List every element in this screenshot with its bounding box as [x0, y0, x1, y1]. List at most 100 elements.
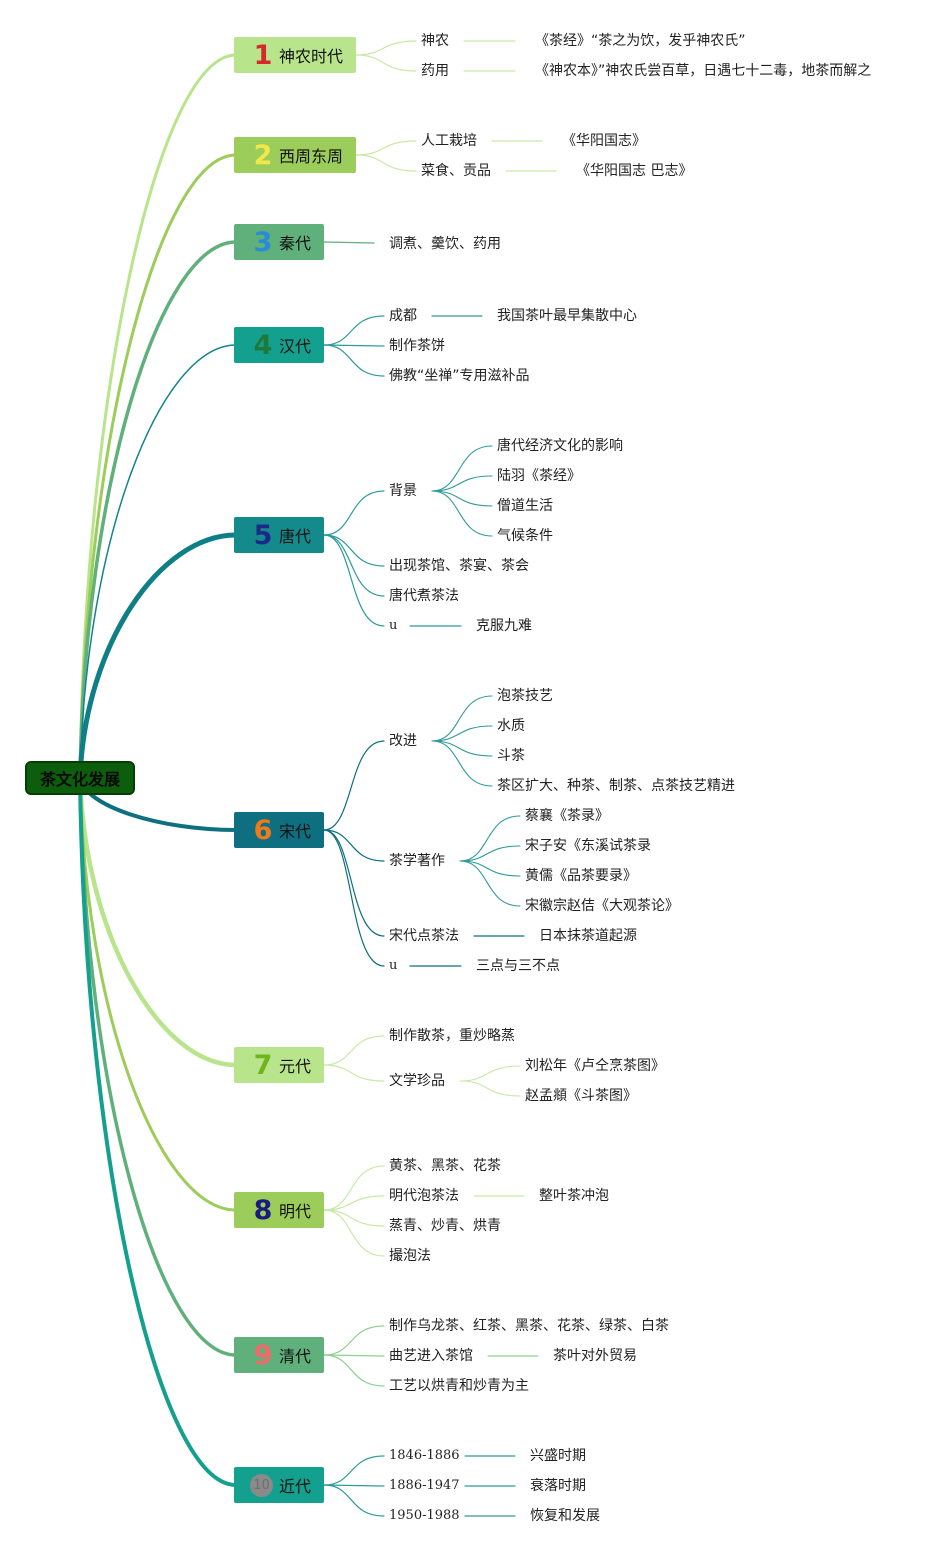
topic[interactable]: 1886-1947 [389, 1478, 460, 1493]
root-branch-7 [77, 775, 239, 1068]
root-node[interactable]: 茶文化发展 [25, 761, 135, 795]
topic-note[interactable]: 《华阳国志 巴志》 [576, 163, 693, 179]
topic[interactable]: 神农 [421, 33, 449, 49]
topic[interactable]: 佛教“坐禅”专用滋补品 [389, 368, 530, 384]
connector [323, 829, 385, 967]
root-branch-9 [78, 776, 238, 1357]
connector [323, 829, 385, 937]
topic[interactable]: 1846-1886 [389, 1448, 460, 1463]
topic[interactable]: 制作乌龙茶、红茶、黑茶、花茶、绿茶、白茶 [389, 1318, 669, 1334]
topic[interactable]: 蒸青、炒青、烘青 [389, 1218, 501, 1234]
topic[interactable]: 工艺以烘青和炒青为主 [389, 1378, 529, 1394]
era-node-4[interactable]: 4 汉代 [234, 327, 324, 363]
era-number: 3 [253, 226, 273, 258]
topic[interactable]: u [389, 618, 398, 633]
topic[interactable]: u [389, 958, 398, 973]
topic[interactable]: 撮泡法 [389, 1248, 431, 1264]
topic[interactable]: 文学珍品 [389, 1073, 445, 1089]
era-label: 唐代 [279, 527, 312, 546]
connector [323, 1064, 385, 1082]
subtopic[interactable]: 宋子安《东溪试茶录 [525, 838, 651, 854]
topic-note[interactable]: 《华阳国志》 [562, 133, 646, 149]
topic[interactable]: 出现茶馆、茶宴、茶会 [389, 558, 529, 574]
connector [459, 860, 521, 907]
topic[interactable]: 黄茶、黑茶、花茶 [389, 1158, 501, 1174]
connector [431, 445, 493, 492]
connector [459, 1080, 521, 1097]
topic[interactable]: 改进 [389, 733, 417, 749]
connector [459, 845, 521, 862]
topic[interactable]: 背景 [389, 483, 417, 499]
topic[interactable]: 制作茶饼 [389, 338, 445, 354]
topic-note[interactable]: 《神农本》”神农氏尝百草，日遇七十二毒，地茶而解之 [535, 63, 872, 79]
subtopic[interactable]: 黄儒《品茶要录》 [525, 868, 637, 884]
subtopic[interactable]: 刘松年《卢仝烹茶图》 [525, 1058, 665, 1074]
connector [323, 1035, 385, 1066]
topic[interactable]: 1950-1988 [389, 1508, 460, 1523]
subtopic[interactable]: 泡茶技艺 [497, 688, 553, 704]
topic[interactable]: 曲艺进入茶馆 [389, 1348, 473, 1364]
era-label: 神农时代 [279, 47, 344, 66]
connector [323, 241, 375, 244]
connector [355, 140, 417, 156]
root-branch-8 [78, 776, 238, 1212]
subtopic[interactable]: 宋徽宗赵佶《大观茶论》 [525, 898, 679, 914]
subtopic[interactable]: 蔡襄《茶录》 [525, 808, 609, 824]
subtopic[interactable]: 斗茶 [497, 748, 525, 764]
topic-note[interactable]: 三点与三不点 [476, 958, 560, 974]
subtopic[interactable]: 僧道生活 [497, 498, 553, 514]
topic[interactable]: 菜食、贡品 [421, 163, 491, 179]
topic-note[interactable]: 《茶经》“茶之为饮，发乎神农氏” [535, 33, 746, 49]
connector [323, 829, 385, 862]
subtopic[interactable]: 赵孟頫《斗茶图》 [525, 1088, 637, 1104]
connector [323, 344, 385, 347]
connector [323, 1165, 385, 1211]
topic-note[interactable]: 衰落时期 [530, 1478, 586, 1494]
topic[interactable]: 人工栽培 [421, 133, 477, 149]
topic[interactable]: 唐代煮茶法 [389, 588, 459, 604]
topic[interactable]: 成都 [389, 308, 417, 324]
era-number: 4 [253, 329, 273, 361]
era-label: 近代 [279, 1477, 312, 1496]
subtopic[interactable]: 陆羽《茶经》 [497, 468, 581, 484]
topic[interactable]: 药用 [421, 63, 449, 79]
connector [323, 534, 385, 627]
connector [431, 490, 493, 537]
connector [355, 154, 417, 172]
era-label: 清代 [279, 1347, 312, 1366]
topic[interactable]: 调煮、羹饮、药用 [389, 236, 501, 252]
topic-note[interactable]: 恢复和发展 [530, 1508, 600, 1524]
topic-note[interactable]: 克服九难 [476, 618, 532, 634]
connector [323, 534, 385, 597]
era-label: 明代 [279, 1202, 312, 1221]
topic-note[interactable]: 我国茶叶最早集散中心 [497, 308, 637, 324]
connector [323, 315, 385, 346]
subtopic[interactable]: 水质 [497, 718, 525, 734]
topic[interactable]: 制作散茶，重炒略蒸 [389, 1028, 515, 1044]
subtopic[interactable]: 气候条件 [497, 528, 553, 544]
topic[interactable]: 茶学著作 [389, 853, 445, 869]
topic-note[interactable]: 日本抹茶道起源 [539, 928, 637, 944]
topic-note[interactable]: 兴盛时期 [530, 1448, 586, 1464]
topic-note[interactable]: 整叶茶冲泡 [539, 1188, 609, 1204]
subtopic[interactable]: 茶区扩大、种茶、制茶、点茶技艺精进 [497, 778, 735, 794]
connector [323, 1195, 385, 1211]
subtopic[interactable]: 唐代经济文化的影响 [497, 438, 623, 454]
root-branch-10 [78, 776, 238, 1487]
topic[interactable]: 明代泡茶法 [389, 1188, 459, 1204]
topic-note[interactable]: 茶叶对外贸易 [553, 1348, 637, 1364]
era-label: 汉代 [279, 337, 312, 356]
topic[interactable]: 宋代点茶法 [389, 928, 459, 944]
connector [323, 344, 385, 377]
root-branch-4 [79, 344, 237, 779]
connector [459, 1065, 521, 1082]
